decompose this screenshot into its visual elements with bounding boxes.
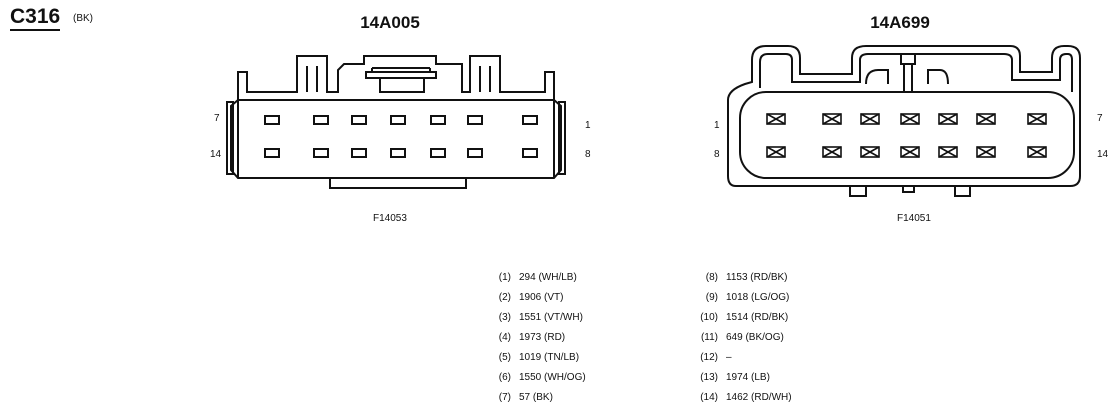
pin-number: (14) <box>700 392 718 403</box>
connector-color: (BK) <box>73 13 93 24</box>
pinout-row: (2) 1906 (VT) <box>489 288 564 308</box>
right-figure-id: F14051 <box>897 213 931 224</box>
left-part-number: 14A005 <box>360 13 420 32</box>
right-inner-latch <box>865 69 949 85</box>
pinout-row: (6) 1550 (WH/OG) <box>489 368 586 388</box>
pin-number: (7) <box>498 392 511 403</box>
left-cavity-3 <box>430 115 446 125</box>
left-cavity-5 <box>351 115 367 125</box>
right-pin-label-bottom-right: 14 <box>1097 149 1109 160</box>
connector-id: C316 <box>10 6 61 31</box>
left-cavity-14 <box>264 148 280 158</box>
circuit-label: 1551 (VT/WH) <box>519 312 583 323</box>
right-pin-label-bottom-left: 8 <box>714 149 720 160</box>
left-cavity-12 <box>351 148 367 158</box>
right-connector-drawing <box>727 45 1081 197</box>
pinout-row: (9) 1018 (LG/OG) <box>696 288 790 308</box>
circuit-label: 1514 (RD/BK) <box>726 312 789 323</box>
left-side-tab-r <box>558 101 566 175</box>
left-cavity-2 <box>467 115 483 125</box>
circuit-label: 1019 (TN/LB) <box>519 352 580 363</box>
left-cavity-8 <box>522 148 538 158</box>
pin-number: (8) <box>705 272 718 283</box>
circuit-label: 1153 (RD/BK) <box>726 272 788 283</box>
left-cavity-11 <box>390 148 406 158</box>
circuit-label: 294 (WH/LB) <box>519 272 577 283</box>
pinout-row: (3) 1551 (VT/WH) <box>489 308 583 328</box>
circuit-label: – <box>726 352 732 363</box>
pin-number: (1) <box>498 272 511 283</box>
pin-number: (13) <box>700 372 718 383</box>
circuit-label: 1974 (LB) <box>726 372 770 383</box>
pinout-row: (1) 294 (WH/LB) <box>489 268 577 288</box>
pinout-row: (10) 1514 (RD/BK) <box>696 308 788 328</box>
left-pin-label-bottom-left: 14 <box>210 149 222 160</box>
pin-number: (9) <box>705 292 718 303</box>
left-body-edges <box>237 100 555 178</box>
left-top-outline <box>237 55 555 100</box>
left-figure-id: F14053 <box>373 213 407 224</box>
left-pin-label-top-left: 7 <box>214 113 220 124</box>
pinout-row: (14) 1462 (RD/WH) <box>696 388 792 408</box>
pinout-row: (8) 1153 (RD/BK) <box>696 268 788 288</box>
pin-number: (2) <box>498 292 511 303</box>
circuit-label: 1018 (LG/OG) <box>726 292 790 303</box>
pin-number: (4) <box>498 332 511 343</box>
left-cavity-13 <box>313 148 329 158</box>
right-cavity-row-top <box>766 113 1047 125</box>
left-cavity-7 <box>264 115 280 125</box>
circuit-label: 1906 (VT) <box>519 292 564 303</box>
left-connector-drawing <box>226 55 566 189</box>
right-peg-1 <box>849 186 867 197</box>
pin-number: (11) <box>700 332 718 343</box>
right-body <box>739 91 1075 179</box>
right-part-number: 14A699 <box>870 13 930 32</box>
left-cavity-10 <box>430 148 446 158</box>
pinout-row: (4) 1973 (RD) <box>489 328 565 348</box>
left-pin-label-top-right: 1 <box>585 120 591 131</box>
pin-number: (12) <box>700 352 718 363</box>
left-center-lock <box>365 67 437 93</box>
circuit-label: 1973 (RD) <box>519 332 566 343</box>
pinout-row: (5) 1019 (TN/LB) <box>489 348 579 368</box>
left-cavity-9 <box>467 148 483 158</box>
pinout-row: (12)– <box>696 348 732 368</box>
right-lock-stem <box>903 64 913 92</box>
right-peg-3 <box>954 186 971 197</box>
pinout-row: (7) 57 (BK) <box>489 388 553 408</box>
right-shroud-inner <box>759 53 1073 92</box>
right-lock-head <box>900 53 916 65</box>
left-latch-lines <box>306 66 491 92</box>
left-bottom-tab <box>329 178 467 189</box>
circuit-label: 1550 (WH/OG) <box>519 372 586 383</box>
pin-number: (6) <box>498 372 511 383</box>
right-cavity-row-bottom <box>766 146 1047 158</box>
left-cavity-4 <box>390 115 406 125</box>
left-cavities <box>264 115 538 158</box>
pinout-row: (11) 649 (BK/OG) <box>696 328 784 348</box>
left-side-tab-l <box>226 101 234 175</box>
left-body <box>230 99 562 179</box>
pin-number: (3) <box>498 312 511 323</box>
pin-number: (10) <box>700 312 718 323</box>
circuit-label: 57 (BK) <box>519 392 553 403</box>
right-cavities <box>766 113 1047 158</box>
left-pin-label-bottom-right: 8 <box>585 149 591 160</box>
right-peg-2 <box>902 186 915 193</box>
right-pin-label-top-left: 1 <box>714 120 720 131</box>
left-cavity-6 <box>313 115 329 125</box>
pin-number: (5) <box>498 352 511 363</box>
right-pin-label-top-right: 7 <box>1097 113 1103 124</box>
left-cavity-1 <box>522 115 538 125</box>
right-shroud-outer <box>727 45 1081 187</box>
circuit-label: 649 (BK/OG) <box>726 332 784 343</box>
pinout-row: (13) 1974 (LB) <box>696 368 770 388</box>
circuit-label: 1462 (RD/WH) <box>726 392 792 403</box>
